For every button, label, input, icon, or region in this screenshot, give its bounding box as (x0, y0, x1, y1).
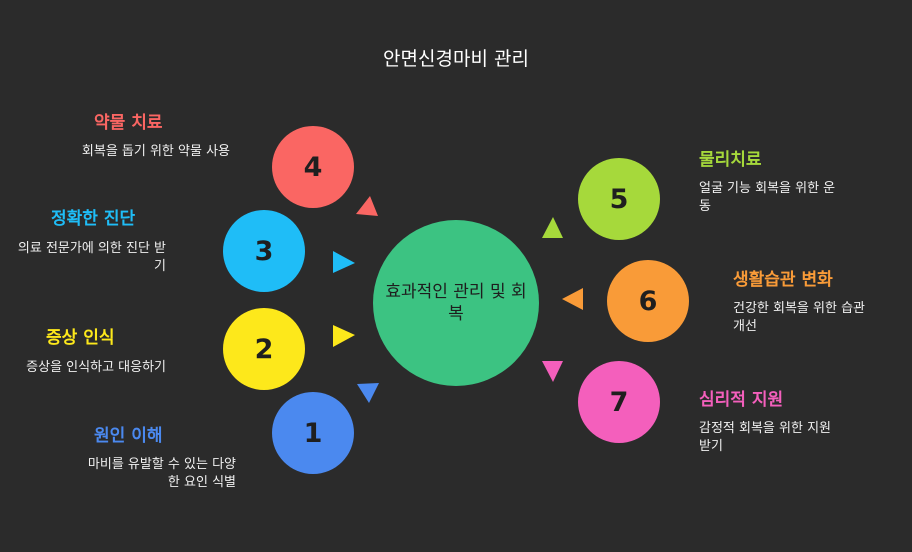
arrow-4 (356, 196, 378, 216)
step-7-number: 7 (609, 386, 629, 418)
step-4-number: 4 (303, 151, 323, 183)
step-5-number: 5 (609, 183, 629, 215)
step-1-number: 1 (303, 417, 323, 449)
step-2-heading: 증상 인식 (46, 328, 115, 348)
diagram-title: 안면신경마비 관리 (383, 48, 529, 70)
arrow-6 (562, 288, 583, 310)
step-1-circle: 1 (272, 392, 354, 474)
center-circle: 효과적인 관리 및 회복 (373, 220, 539, 386)
step-5-circle: 5 (578, 158, 660, 240)
step-4-circle: 4 (272, 126, 354, 208)
step-5-description: 얼굴 기능 회복을 위한 운동 (699, 181, 836, 214)
step-2-number: 2 (254, 333, 274, 365)
step-7-circle: 7 (578, 361, 660, 443)
center-label: 효과적인 관리 및 회복 (385, 282, 527, 324)
step-6-number: 6 (638, 285, 658, 317)
arrow-5 (542, 217, 563, 238)
step-2-circle: 2 (223, 308, 305, 390)
step-3-heading: 정확한 진단 (51, 209, 136, 229)
step-6-heading: 생활습관 변화 (733, 270, 833, 290)
step-1-description: 마비를 유발할 수 있는 다양한 요인 식별 (87, 457, 236, 490)
step-3-circle: 3 (223, 210, 305, 292)
arrow-7 (542, 361, 563, 382)
step-3-description: 의료 전문가에 의한 진단 받기 (17, 241, 166, 274)
step-4-description: 회복을 돕기 위한 약물 사용 (81, 144, 230, 159)
arrow-1 (357, 383, 379, 403)
step-3-number: 3 (254, 235, 274, 267)
step-7-description: 감정적 회복을 위한 지원 받기 (699, 421, 831, 454)
step-1-heading: 원인 이해 (94, 426, 163, 446)
step-5-heading: 물리치료 (699, 150, 762, 170)
step-2-description: 증상을 인식하고 대응하기 (26, 360, 166, 375)
arrow-2 (333, 325, 355, 347)
step-7-heading: 심리적 지원 (699, 390, 784, 410)
step-6-circle: 6 (607, 260, 689, 342)
arrow-3 (333, 251, 355, 273)
step-6-description: 건강한 회복을 위한 습관 개선 (733, 301, 865, 334)
step-4-heading: 약물 치료 (94, 113, 163, 133)
